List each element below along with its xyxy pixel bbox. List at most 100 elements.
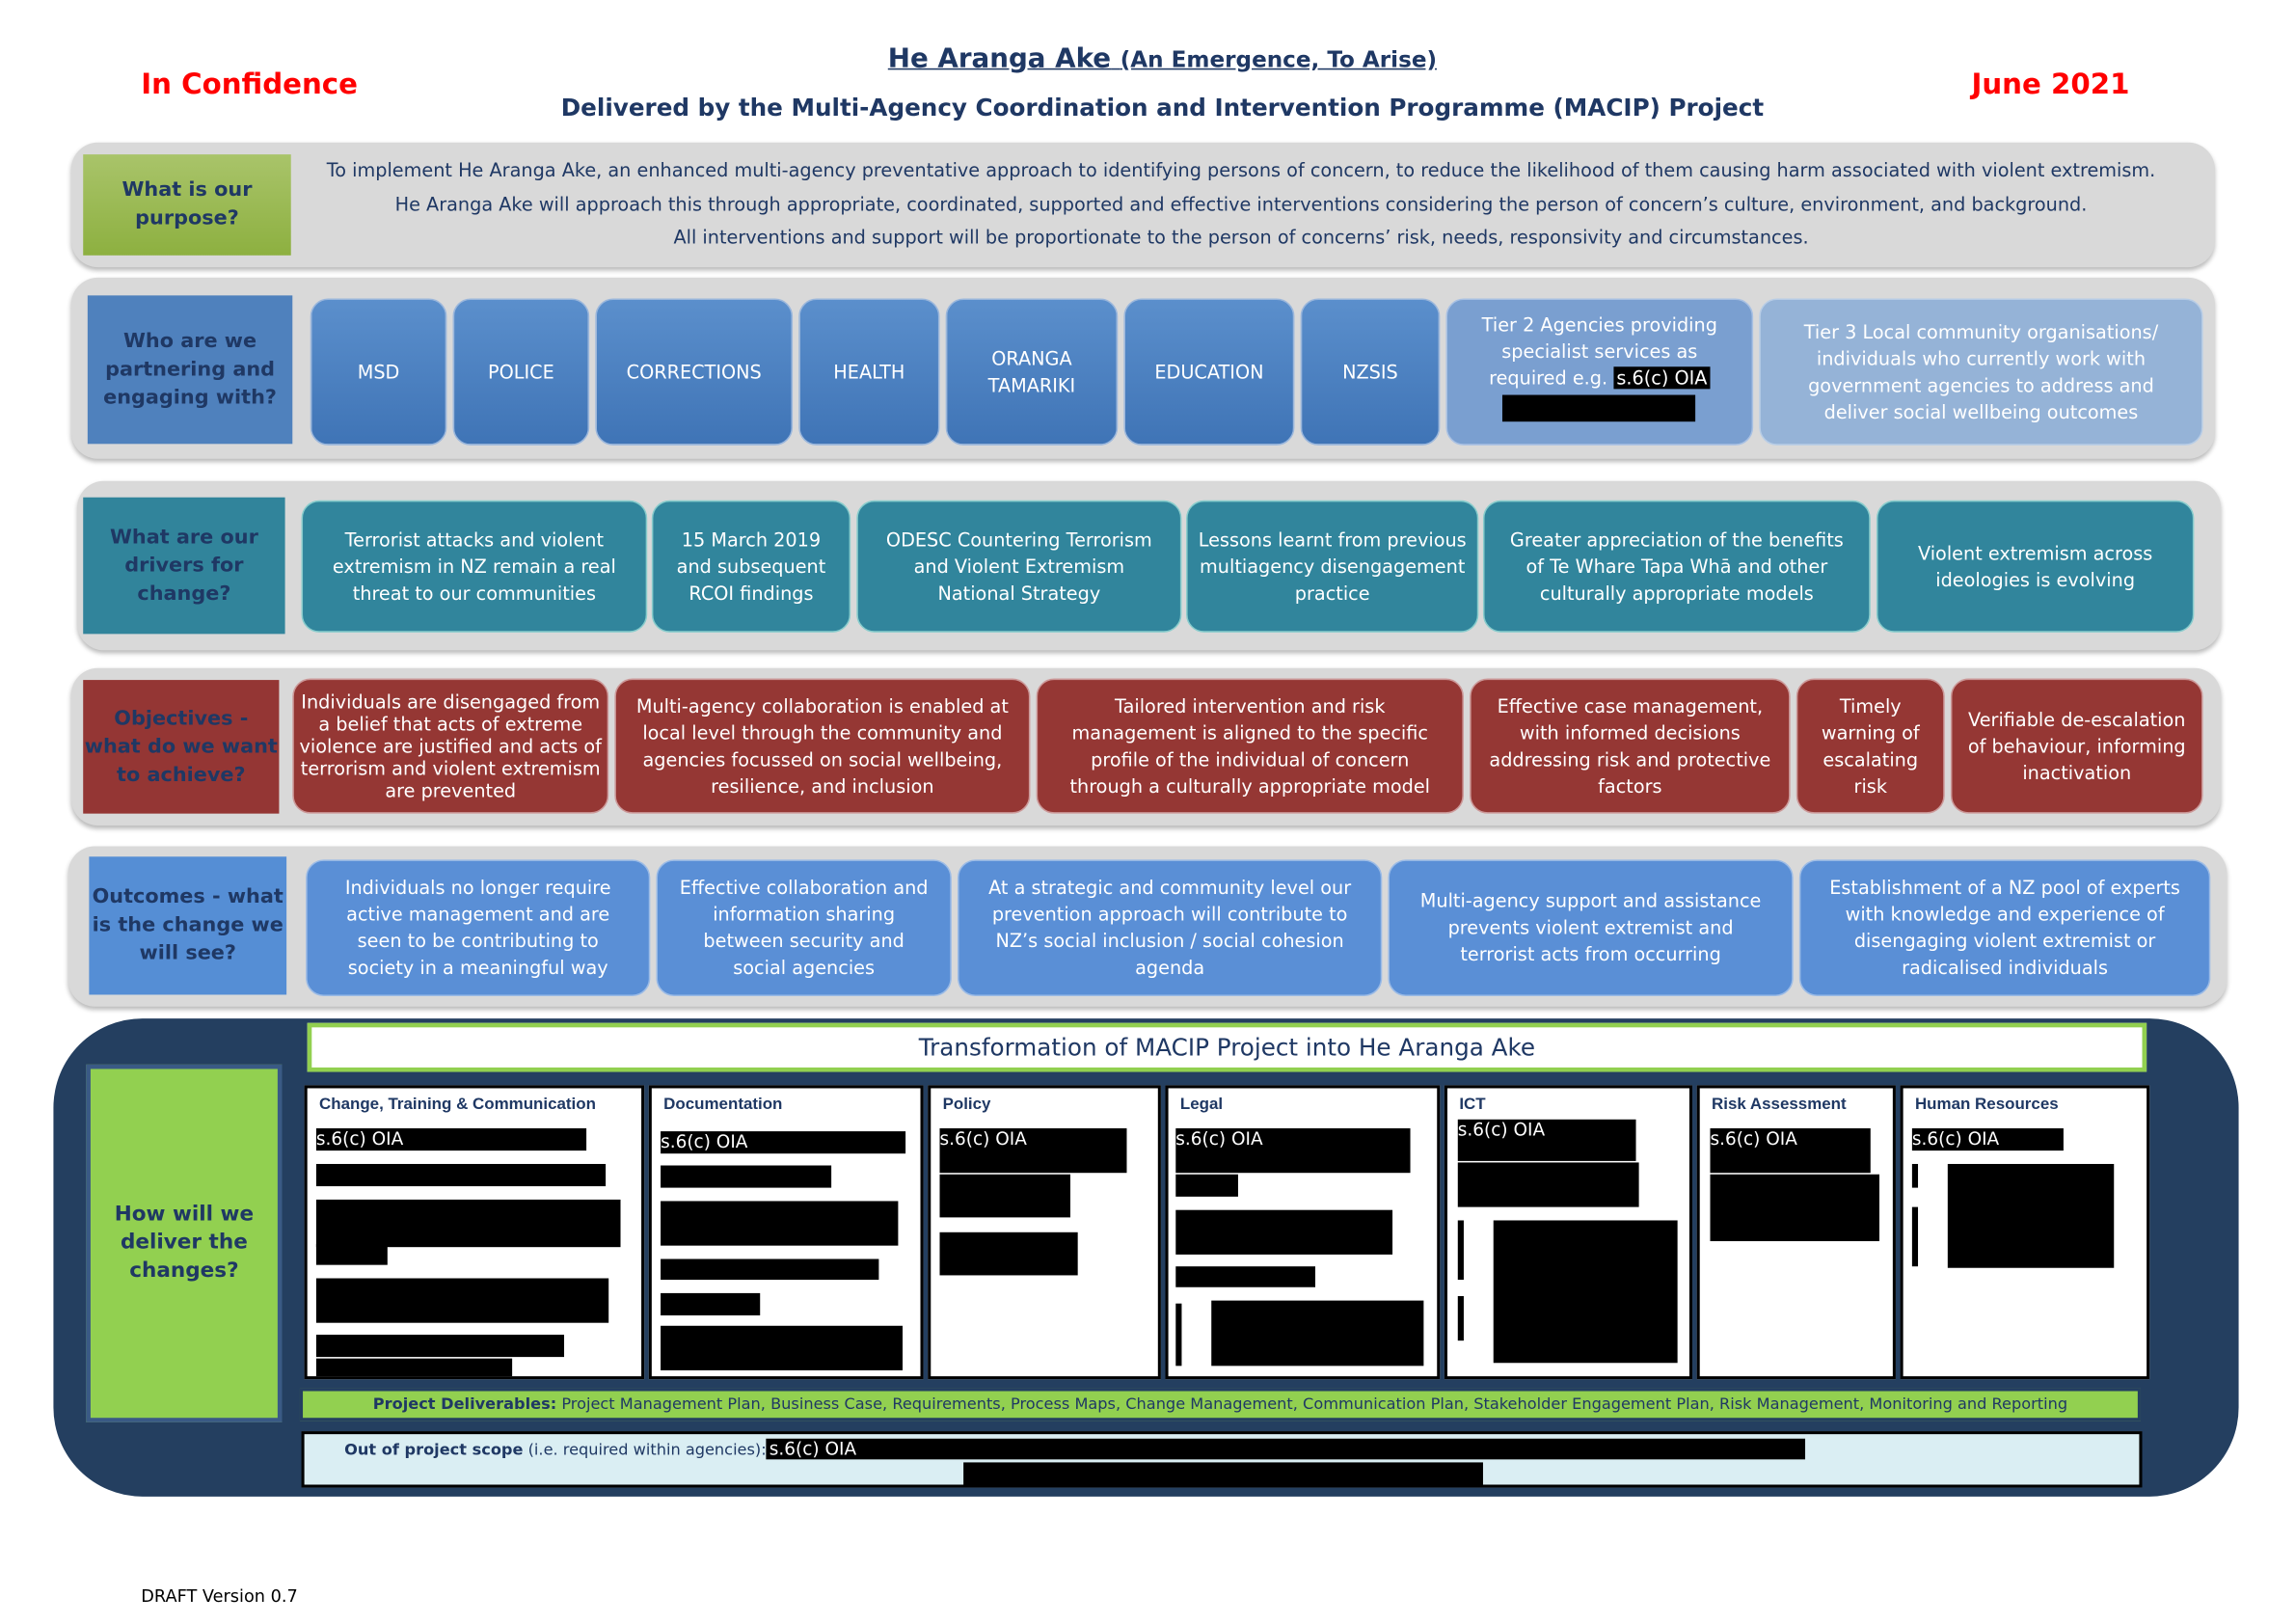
workstream-heading: Change, Training & Communication (318, 1096, 596, 1114)
outcome-item: Multi-agency support and assistance prev… (1388, 859, 1794, 997)
workstream-policy: Policy s.6(c) OIA (928, 1085, 1161, 1380)
workstream-heading: Human Resources (1914, 1096, 2059, 1114)
redaction-block (1175, 1303, 1182, 1367)
partner-health: HEALTH (798, 298, 940, 446)
driver-item: Greater appreciation of the benefits of … (1482, 500, 1871, 633)
redaction-block (963, 1462, 1483, 1485)
delivery-title: Transformation of MACIP Project into He … (307, 1022, 2147, 1072)
partner-corrections: CORRECTIONS (595, 298, 794, 446)
deliverables-text: Project Management Plan, Business Case, … (561, 1395, 2068, 1414)
workstream-risk-assessment: Risk Assessment s.6(c) OIA (1696, 1085, 1896, 1380)
redaction-block: s.6(c) OIA (1175, 1128, 1411, 1174)
workstream-heading: Legal (1179, 1096, 1224, 1114)
drivers-label: What are our drivers for change? (83, 497, 285, 635)
partner-oranga-tamariki: ORANGA TAMARIKI (945, 298, 1119, 446)
redaction-block (939, 1232, 1078, 1276)
purpose-line: He Aranga Ake will approach this through… (394, 192, 2088, 215)
outcome-item: Individuals no longer require active man… (306, 859, 651, 997)
delivery-label: How will we deliver the changes? (86, 1064, 283, 1422)
redaction-block (1493, 1220, 1678, 1364)
purpose-line: To implement He Aranga Ake, an enhanced … (326, 158, 2156, 181)
redaction-block (315, 1335, 565, 1358)
workstream-heading: Policy (942, 1096, 991, 1114)
partner-education: EDUCATION (1123, 298, 1295, 446)
redaction-block (315, 1278, 609, 1323)
redaction-block (1947, 1163, 2115, 1268)
objective-item: Individuals are disengaged from a belief… (292, 678, 609, 814)
draft-version: DRAFT Version 0.7 (141, 1585, 298, 1607)
redaction-block (1457, 1295, 1464, 1341)
date-label: June 2021 (1971, 68, 2130, 101)
page-title: He Aranga Ake (An Emergence, To Arise) (0, 43, 2295, 74)
workstream-heading: Documentation (663, 1096, 783, 1114)
scope-note: (i.e. required within agencies): (527, 1441, 767, 1460)
scope-label: Out of project scope (344, 1441, 524, 1460)
objective-item: Effective case management, with informed… (1470, 678, 1791, 814)
driver-item: ODESC Countering Terrorism and Violent E… (856, 500, 1182, 633)
workstream-change-training: Change, Training & Communication s.6(c) … (304, 1085, 645, 1380)
redaction-block (661, 1201, 899, 1246)
objective-item: Multi-agency collaboration is enabled at… (614, 678, 1031, 814)
purpose-label: What is our purpose? (83, 154, 291, 256)
outcome-item: Effective collaboration and information … (656, 859, 952, 997)
redaction-block (315, 1199, 621, 1248)
title-main: He Aranga Ake (887, 42, 1112, 74)
driver-item: Violent extremism across ideologies is e… (1876, 500, 2195, 633)
redaction-block (1457, 1162, 1639, 1207)
redaction-block: s.6(c) OIA (1457, 1119, 1636, 1161)
redaction-block: s.6(c) OIA (1613, 366, 1711, 390)
redaction-block (1911, 1206, 1919, 1267)
outcome-item: Establishment of a NZ pool of experts wi… (1798, 859, 2211, 997)
deliverables-label: Project Deliverables: (372, 1395, 557, 1414)
partner-tier2: Tier 2 Agencies providing specialist ser… (1445, 298, 1754, 446)
redaction-block: s.6(c) OIA (766, 1438, 1806, 1460)
partner-tier3: Tier 3 Local community organisations/ in… (1759, 298, 2203, 446)
redaction-block (315, 1244, 388, 1265)
redaction-block: s.6(c) OIA (939, 1128, 1127, 1174)
redaction-block (1710, 1174, 1880, 1242)
purpose-band (70, 142, 2215, 268)
redaction-block (315, 1163, 607, 1187)
redaction-block (661, 1259, 879, 1281)
redaction-block (661, 1165, 832, 1188)
workstream-heading: ICT (1459, 1096, 1486, 1114)
workstream-heading: Risk Assessment (1712, 1096, 1847, 1114)
title-translation: (An Emergence, To Arise) (1120, 45, 1438, 73)
partner-msd: MSD (310, 298, 447, 446)
redaction-block (661, 1325, 904, 1370)
redaction-block (1211, 1300, 1424, 1367)
outcomes-label: Outcomes - what is the change we will se… (89, 856, 287, 995)
driver-item: Lessons learnt from previous multiagency… (1186, 500, 1479, 633)
partner-police: POLICE (452, 298, 590, 446)
redaction-block: s.6(c) OIA (1911, 1128, 2064, 1151)
tier2-text: Tier 2 Agencies providing specialist ser… (1481, 312, 1717, 390)
objectives-label: Objectives - what do we want to achieve? (83, 680, 280, 814)
driver-item: Terrorist attacks and violent extremism … (301, 500, 648, 633)
redaction-block (1501, 394, 1696, 422)
redaction-block: s.6(c) OIA (661, 1131, 906, 1154)
purpose-line: All interventions and support will be pr… (673, 226, 1809, 249)
out-of-scope-box: Out of project scope (i.e. required with… (301, 1431, 2143, 1488)
partner-nzsis: NZSIS (1300, 298, 1441, 446)
redaction-block: s.6(c) OIA (1710, 1128, 1871, 1174)
purpose-text: To implement He Aranga Ake, an enhanced … (305, 154, 2178, 255)
redaction-block (1457, 1220, 1464, 1281)
page-subtitle: Delivered by the Multi-Agency Coordinati… (560, 93, 1765, 122)
workstream-human-resources: Human Resources s.6(c) OIA (1900, 1085, 2150, 1380)
objective-item: Timely warning of escalating risk (1796, 678, 1945, 814)
redaction-block (1175, 1174, 1238, 1197)
redaction-block (1175, 1266, 1315, 1287)
workstream-legal: Legal s.6(c) OIA (1165, 1085, 1441, 1380)
driver-item: 15 March 2019 and subsequent RCOI findin… (651, 500, 851, 633)
workstream-documentation: Documentation s.6(c) OIA (648, 1085, 924, 1380)
redaction-block (939, 1174, 1070, 1218)
redaction-block (1175, 1209, 1393, 1255)
redaction-block (661, 1292, 761, 1315)
workstream-ict: ICT s.6(c) OIA (1444, 1085, 1693, 1380)
outcome-item: At a strategic and community level our p… (957, 859, 1383, 997)
confidentiality-label: In Confidence (141, 68, 358, 101)
objective-item: Verifiable de-escalation of behaviour, i… (1950, 678, 2203, 814)
redaction-block (1911, 1163, 1919, 1188)
redaction-block (315, 1358, 513, 1377)
